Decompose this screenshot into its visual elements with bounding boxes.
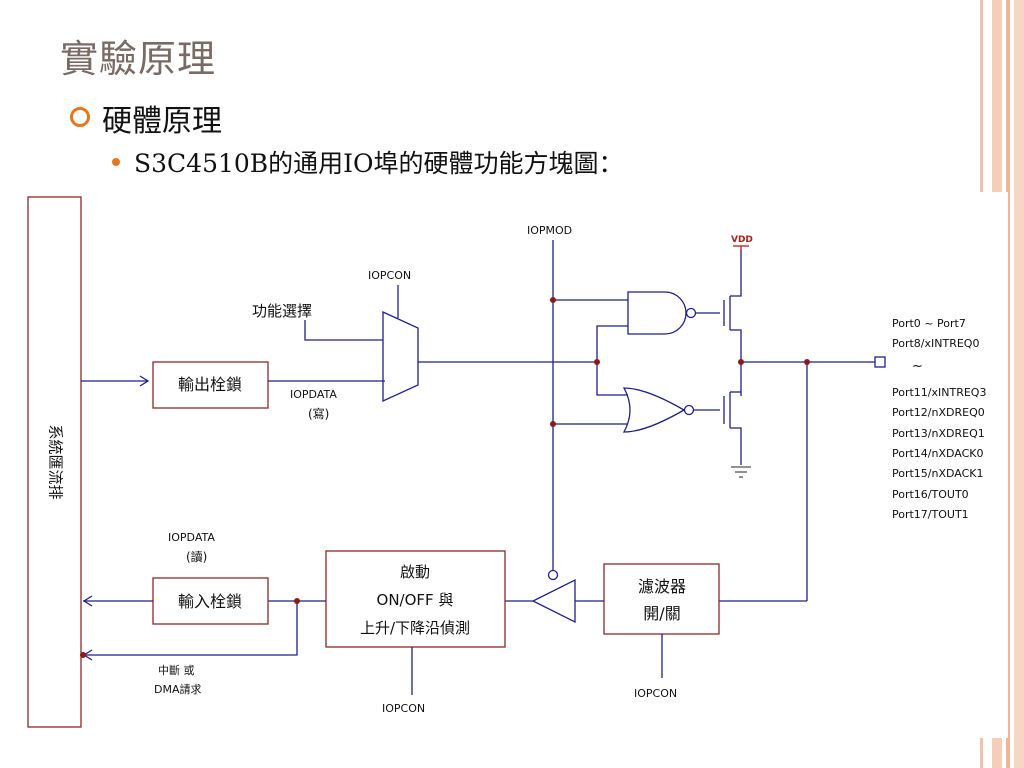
port-label: Port16/TOUT0: [892, 488, 969, 501]
interrupt-label-line1: 中斷 或: [158, 664, 195, 677]
slide-title: 實驗原理: [60, 37, 217, 81]
iopdata-read-label: IOPDATA: [168, 531, 215, 544]
start-detect-block: [325, 550, 506, 648]
iopdata-write-label: IOPDATA: [290, 388, 337, 401]
start-block-line3: 上升/下降沿偵測: [360, 619, 470, 637]
start-block-line2: ON/OFF 與: [377, 591, 454, 609]
start-block-line1: 啟動: [400, 563, 430, 581]
vdd-label: VDD: [731, 235, 753, 245]
iopcon-top-label: IOPCON: [368, 269, 411, 282]
output-latch-block: [152, 361, 269, 409]
system-bus-block: [27, 196, 82, 728]
bullet-level1-text: 硬體原理: [102, 104, 222, 139]
port-label: Port17/TOUT1: [892, 508, 969, 521]
ring-bullet-icon: [70, 107, 90, 127]
system-bus-label: 系統匯流排: [47, 424, 65, 499]
port-label: ~: [912, 359, 923, 374]
port-label: Port8/xINTREQ0: [892, 337, 979, 350]
port-label: Port0 ~ Port7: [892, 317, 966, 330]
filter-block-line2: 開/關: [643, 604, 680, 623]
filter-block-line1: 濾波器: [638, 577, 686, 596]
dot-bullet-icon: [112, 158, 120, 166]
iopdata-write-mode: (寫): [308, 406, 329, 421]
iopmod-label: IOPMOD: [527, 224, 572, 237]
port-label: Port13/nXDREQ1: [892, 427, 985, 440]
port-label: Port14/nXDACK0: [892, 447, 984, 460]
output-latch-label: 輸出栓鎖: [178, 375, 242, 394]
iopcon-bottom-label: IOPCON: [382, 702, 425, 715]
bullet-level2: S3C4510B的通用IO埠的硬體功能方塊圖：: [112, 144, 624, 180]
io-port-block-diagram: 系統匯流排 輸出栓鎖 輸入栓鎖 功能選擇 IOPCON IOPMOD IOPDA…: [22, 192, 1008, 738]
buffer-shape: [531, 578, 576, 624]
port-pin-square: [874, 356, 886, 368]
input-latch-label: 輸入栓鎖: [178, 592, 242, 611]
port-label: Port15/nXDACK1: [892, 467, 984, 480]
and-gate-shape: [627, 291, 687, 335]
iopcon-filter-label: IOPCON: [634, 687, 677, 700]
port-label: Port11/xINTREQ3: [892, 386, 986, 399]
bullet-level1: 硬體原理: [70, 96, 222, 140]
or-gate-shape: [622, 387, 686, 433]
interrupt-label-line2: DMA請求: [154, 682, 202, 696]
mux-shape: [382, 310, 419, 403]
port-label: Port12/nXDREQ0: [892, 406, 985, 419]
func-select-label: 功能選擇: [252, 302, 312, 320]
port-list: Port0 ~ Port7 Port8/xINTREQ0 ~ Port11/xI…: [892, 317, 986, 521]
bullet-level2-text: S3C4510B的通用IO埠的硬體功能方塊圖：: [134, 149, 624, 178]
iopdata-read-mode: (讀): [186, 550, 207, 564]
ground-symbol: [731, 466, 751, 478]
